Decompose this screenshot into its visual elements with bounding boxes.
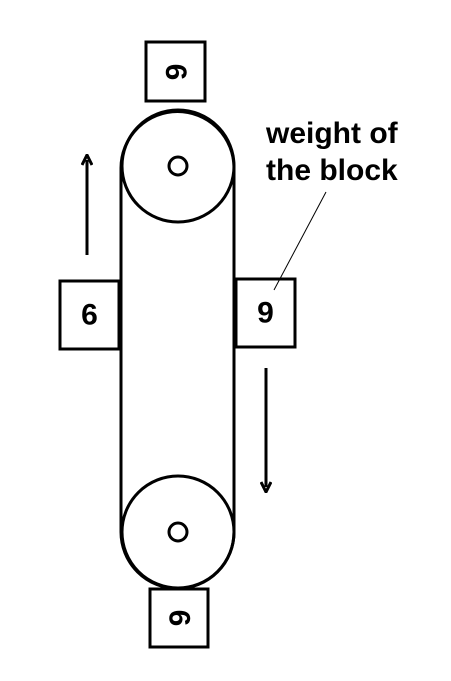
block-right-label: 9 [257,297,274,330]
annotation-line-2: the block [266,154,398,187]
weight-annotation: weight of the block [265,117,399,291]
belt [119,110,236,590]
block-top-box [144,40,207,103]
belt-top-arc [119,110,236,169]
top-pulley-axle [167,155,189,177]
bottom-pulley-wheel [120,474,236,590]
top-pulley-wheel [120,108,236,224]
block-bottom-box [148,587,210,649]
block-right: 9 [234,277,297,349]
bottom-pulley [120,474,236,590]
block-bottom-label: 6 [163,610,196,627]
bottom-pulley-axle [167,521,189,543]
block-left-box [58,279,121,351]
block-right-box [234,277,297,349]
block-left: 6 [58,279,121,351]
annotation-line-1: weight of [265,117,399,150]
block-top-label: 6 [159,64,192,81]
top-pulley [120,108,236,224]
block-bottom: 6 [148,587,210,649]
block-top: 6 [144,40,207,103]
block-left-label: 6 [81,299,98,332]
annotation-leader-line [273,191,327,291]
